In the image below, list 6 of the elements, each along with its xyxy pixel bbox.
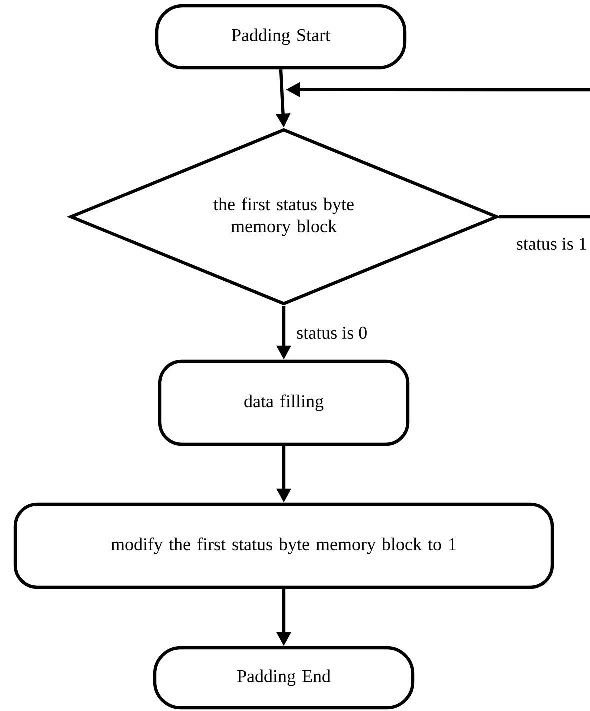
process-box: data filling — [158, 360, 410, 446]
terminal-box: Padding Start — [155, 4, 407, 70]
process-box: modify the first status byte memory block to 1 — [14, 502, 554, 590]
terminal-box: Padding End — [153, 646, 415, 710]
edge-label: status is 0 — [296, 326, 369, 340]
edge-label: status is 1 — [515, 236, 588, 252]
